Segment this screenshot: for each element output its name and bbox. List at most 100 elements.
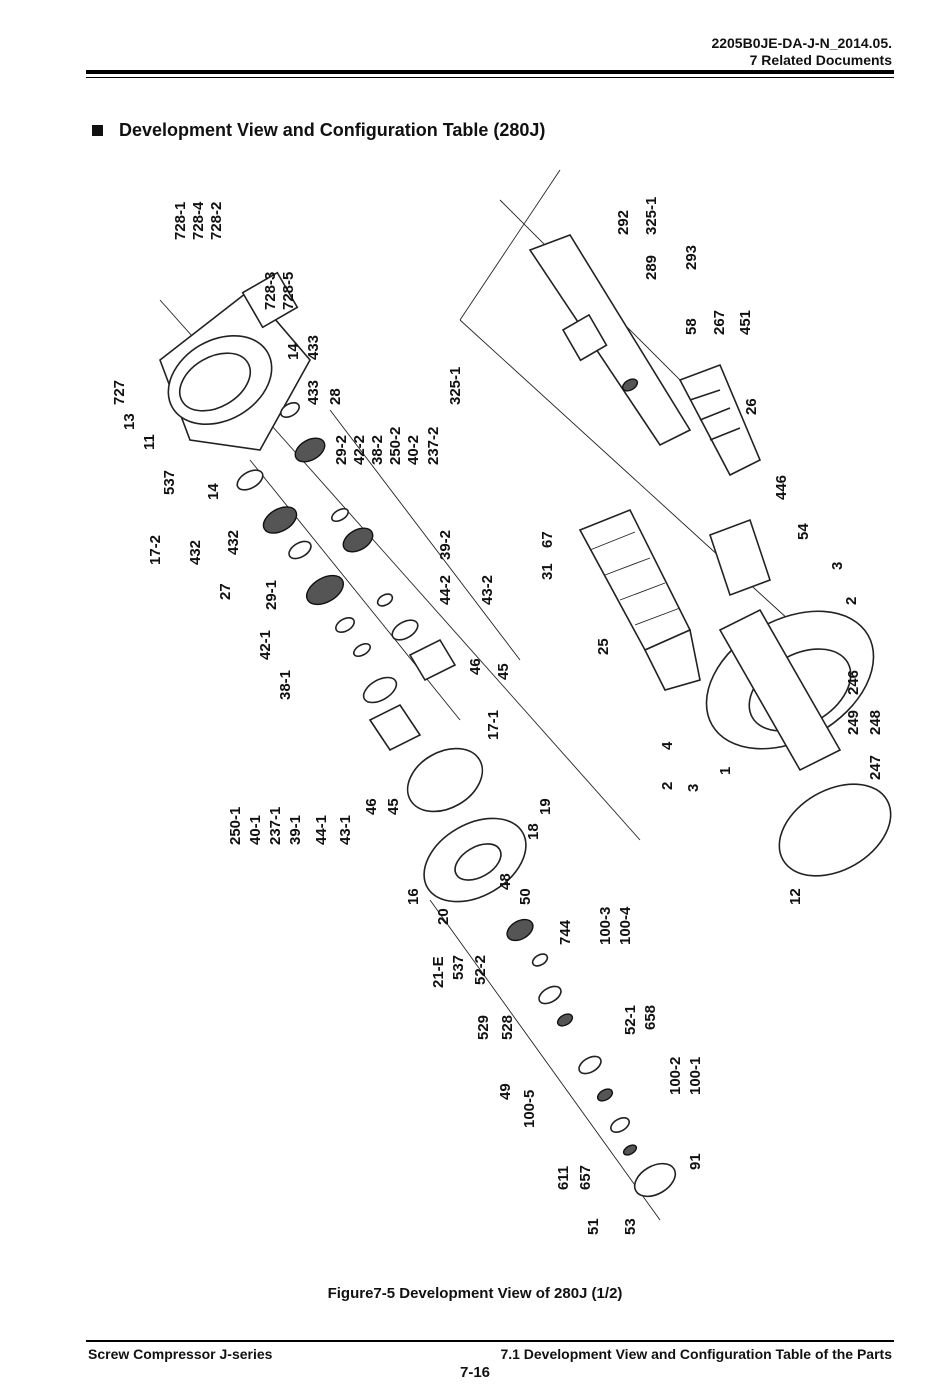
label-325-1b: 325-1 bbox=[643, 197, 660, 235]
label-13: 13 bbox=[121, 413, 138, 430]
label-611: 611 bbox=[555, 1166, 572, 1190]
label-42-2: 42-2 bbox=[351, 435, 368, 465]
exploded-view-drawing: 728-1 728-4 728-2 728-3 728-5 727 13 11 … bbox=[111, 169, 892, 1235]
label-54: 54 bbox=[795, 523, 812, 540]
label-2b: 2 bbox=[659, 782, 676, 790]
rotor-25 bbox=[578, 508, 701, 691]
label-17-1: 17-1 bbox=[485, 710, 502, 740]
label-50: 50 bbox=[517, 888, 534, 905]
label-433b: 433 bbox=[305, 380, 322, 405]
label-27: 27 bbox=[217, 583, 234, 600]
footer-rule bbox=[86, 1340, 894, 1342]
label-17-2: 17-2 bbox=[147, 535, 164, 565]
label-51: 51 bbox=[585, 1218, 602, 1235]
label-246: 246 bbox=[845, 670, 862, 695]
label-248: 248 bbox=[867, 710, 884, 735]
label-100-5: 100-5 bbox=[521, 1090, 538, 1128]
section-title-text: Development View and Configuration Table… bbox=[119, 120, 546, 140]
label-289: 289 bbox=[643, 255, 660, 280]
page-number: 7-16 bbox=[459, 1364, 491, 1381]
label-1: 1 bbox=[717, 767, 734, 775]
label-16: 16 bbox=[405, 888, 422, 905]
header-rule bbox=[86, 70, 894, 74]
label-52-2: 52-2 bbox=[472, 955, 489, 985]
label-325-1: 325-1 bbox=[447, 367, 464, 405]
label-44-2: 44-2 bbox=[437, 575, 454, 605]
label-38-1: 38-1 bbox=[277, 670, 294, 700]
label-42-1: 42-1 bbox=[257, 630, 274, 660]
label-100-4: 100-4 bbox=[617, 906, 634, 945]
label-237-1: 237-1 bbox=[267, 807, 284, 845]
section-name: 7 Related Documents bbox=[749, 52, 892, 68]
label-432b: 432 bbox=[225, 530, 242, 555]
label-267: 267 bbox=[711, 310, 728, 335]
label-25: 25 bbox=[595, 638, 612, 655]
label-451: 451 bbox=[737, 310, 754, 335]
seal-stack bbox=[506, 918, 677, 1198]
label-43-2: 43-2 bbox=[479, 575, 496, 605]
label-45: 45 bbox=[495, 663, 512, 680]
label-45b: 45 bbox=[385, 798, 402, 815]
header-rule-thin bbox=[86, 77, 894, 78]
square-bullet-icon bbox=[92, 125, 103, 136]
label-744: 744 bbox=[557, 919, 574, 945]
label-14b: 14 bbox=[285, 343, 302, 360]
label-39-1: 39-1 bbox=[287, 815, 304, 845]
bearing-stack-2 bbox=[280, 401, 457, 682]
label-4: 4 bbox=[659, 741, 676, 750]
bearing-stack-1 bbox=[236, 469, 422, 752]
label-250-2: 250-2 bbox=[387, 427, 404, 465]
end-cover-12 bbox=[778, 783, 892, 877]
label-48: 48 bbox=[497, 873, 514, 890]
section-title: Development View and Configuration Table… bbox=[92, 120, 545, 141]
label-728-2: 728-2 bbox=[208, 202, 225, 240]
label-18: 18 bbox=[525, 823, 542, 840]
label-728-5: 728-5 bbox=[280, 272, 297, 310]
label-58: 58 bbox=[683, 318, 700, 335]
label-292: 292 bbox=[615, 210, 632, 235]
label-446: 446 bbox=[773, 475, 790, 500]
label-31: 31 bbox=[539, 563, 556, 580]
label-20: 20 bbox=[435, 908, 452, 925]
label-38-2: 38-2 bbox=[369, 435, 386, 465]
label-727: 727 bbox=[111, 380, 128, 405]
label-14: 14 bbox=[205, 483, 222, 500]
label-728-4: 728-4 bbox=[190, 201, 207, 240]
label-28: 28 bbox=[327, 388, 344, 405]
label-19: 19 bbox=[537, 798, 554, 815]
label-46b: 46 bbox=[363, 798, 380, 815]
label-52-1: 52-1 bbox=[622, 1005, 639, 1035]
label-658: 658 bbox=[642, 1005, 659, 1030]
label-529: 529 bbox=[475, 1015, 492, 1040]
label-657: 657 bbox=[577, 1165, 594, 1190]
footer-product: Screw Compressor J-series bbox=[88, 1346, 273, 1362]
label-2: 2 bbox=[843, 597, 860, 605]
label-528: 528 bbox=[499, 1015, 516, 1040]
figure-caption: Figure7-5 Development View of 280J (1/2) bbox=[327, 1285, 623, 1302]
label-67: 67 bbox=[539, 531, 556, 548]
label-247: 247 bbox=[867, 755, 884, 780]
part-labels: 728-1 728-4 728-2 728-3 728-5 727 13 11 … bbox=[111, 197, 884, 1235]
shaft-upper bbox=[528, 234, 692, 447]
label-40-1: 40-1 bbox=[247, 815, 264, 845]
cover-16 bbox=[423, 817, 527, 903]
sleeve-54 bbox=[708, 518, 772, 597]
label-249: 249 bbox=[845, 710, 862, 735]
label-537b: 537 bbox=[450, 955, 467, 980]
gasket-17-1 bbox=[406, 747, 484, 813]
label-237-2: 237-2 bbox=[425, 427, 442, 465]
label-728-1: 728-1 bbox=[172, 202, 189, 240]
label-29-1: 29-1 bbox=[263, 580, 280, 610]
label-11: 11 bbox=[141, 434, 158, 450]
label-433: 433 bbox=[305, 335, 322, 360]
rotor-26 bbox=[678, 363, 762, 477]
label-3b: 3 bbox=[685, 784, 702, 792]
label-250-1: 250-1 bbox=[227, 807, 244, 845]
label-40-2: 40-2 bbox=[405, 435, 422, 465]
label-91: 91 bbox=[687, 1153, 704, 1170]
casing-11 bbox=[159, 271, 311, 451]
label-39-2: 39-2 bbox=[437, 530, 454, 560]
label-100-3: 100-3 bbox=[597, 907, 614, 945]
label-3: 3 bbox=[829, 562, 846, 570]
label-100-2: 100-2 bbox=[667, 1057, 684, 1095]
